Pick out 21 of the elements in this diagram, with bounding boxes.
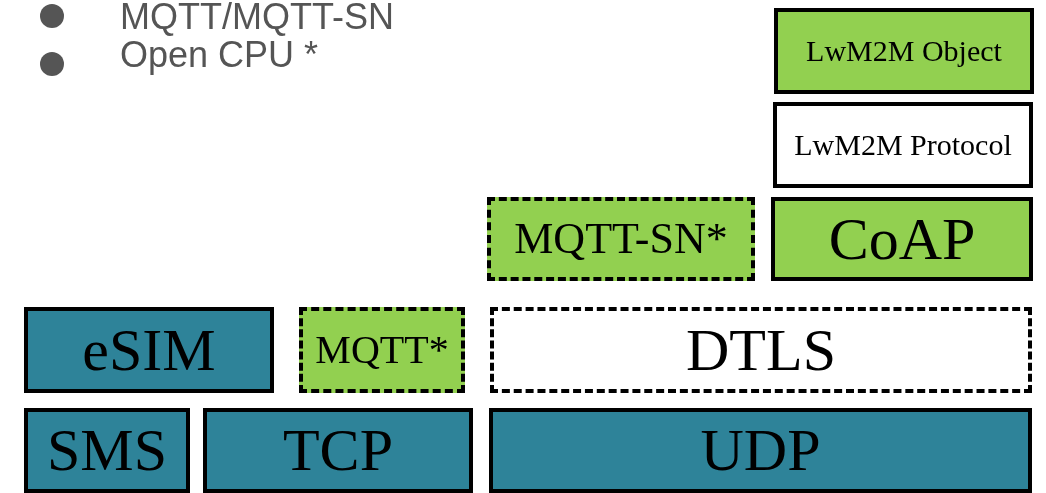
layer-label: CoAP [828,204,976,274]
layer-label: MQTT* [315,327,449,373]
layer-box [489,408,1032,493]
layer-label: DTLS [686,315,836,385]
layer-label: TCP [282,416,393,485]
layer-label: LwM2M Object [806,33,1002,69]
optional-layer-box [487,197,755,281]
layer-label: MQTT-SN* [514,213,728,265]
layer-label: eSIM [82,315,216,385]
bullet-text: MQTT/MQTT-SN [120,0,394,38]
layer-box [24,307,274,393]
layer-label: UDP [700,416,821,485]
layer-box [203,408,473,493]
layer-box [773,102,1033,188]
optional-layer-box [490,307,1032,393]
optional-layer-box [299,307,465,393]
layer-label: SMS [46,416,168,485]
layer-box [771,197,1033,281]
layer-box [24,408,190,493]
layer-label: LwM2M Protocol [794,127,1012,163]
layer-box [774,8,1034,94]
